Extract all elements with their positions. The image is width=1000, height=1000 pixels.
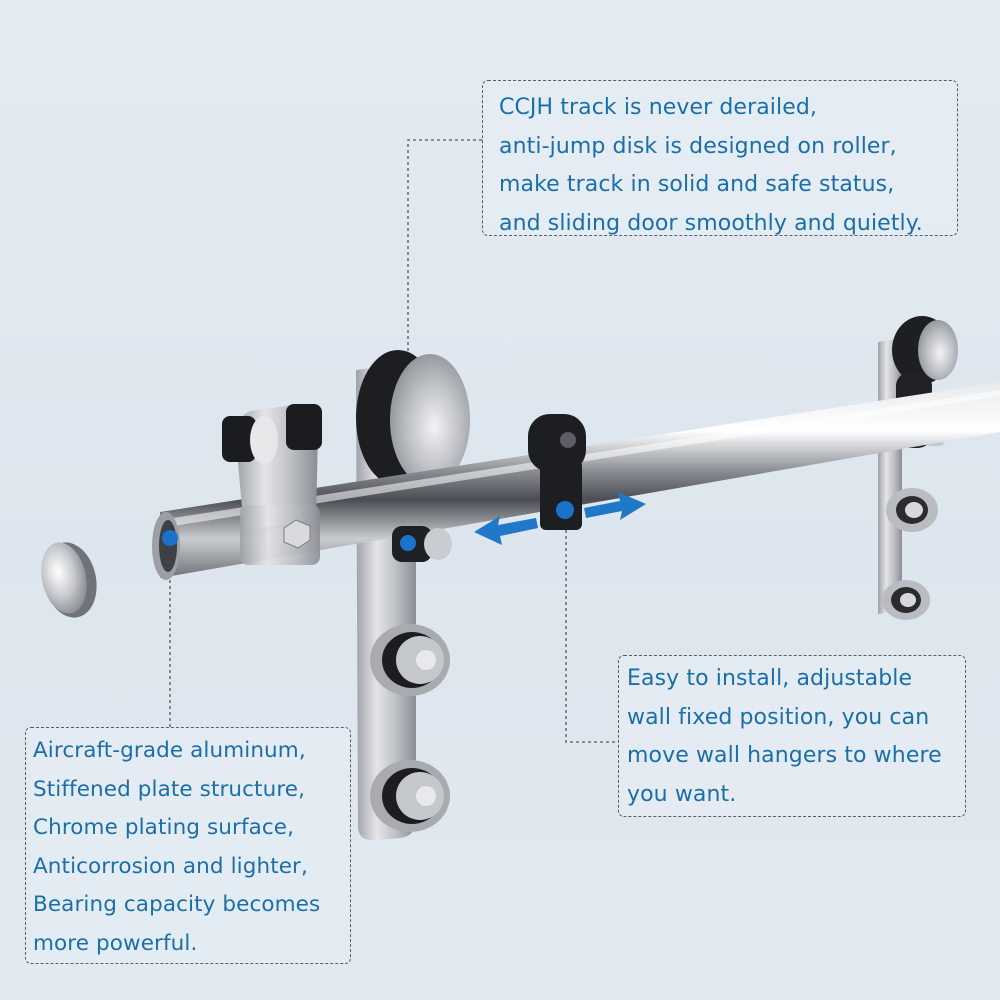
callout-line: move wall hangers to where bbox=[627, 743, 942, 768]
callout-material: Aircraft-grade aluminum, Stiffened plate… bbox=[25, 727, 351, 964]
callout-line: wall fixed position, you can bbox=[627, 704, 930, 730]
callout-line: Stiffened plate structure, bbox=[33, 776, 306, 802]
end-cap bbox=[41, 542, 97, 618]
callout-line: Anticorrosion and lighter, bbox=[33, 853, 308, 879]
track-stopper bbox=[222, 404, 322, 565]
callout-line: Aircraft-grade aluminum, bbox=[33, 738, 306, 763]
callout-anti-derail: CCJH track is never derailed, anti-jump … bbox=[482, 80, 958, 236]
callout-line: CCJH track is never derailed, bbox=[499, 95, 818, 120]
marker-track-end bbox=[162, 530, 178, 546]
bearing-roller-upper bbox=[370, 624, 450, 696]
callout-line: anti-jump disk is designed on roller, bbox=[499, 133, 897, 159]
callout-easy-install: Easy to install, adjustable wall fixed p… bbox=[618, 655, 966, 817]
callout-line: make track in solid and safe status, bbox=[499, 172, 895, 197]
callout-line: you want. bbox=[627, 781, 737, 807]
callout-line: more powerful. bbox=[33, 930, 198, 956]
marker-wall-hanger bbox=[556, 501, 574, 519]
callout-line: and sliding door smoothly and quietly. bbox=[499, 210, 923, 236]
callout-line: Chrome plating surface, bbox=[33, 815, 295, 840]
markers bbox=[162, 501, 574, 551]
right-hanger bbox=[878, 316, 958, 620]
adjust-arrows bbox=[474, 492, 646, 545]
main-hanger bbox=[356, 350, 470, 840]
bearing-roller-lower bbox=[370, 760, 450, 832]
marker-anti-jump bbox=[400, 535, 416, 551]
callout-line: Bearing capacity becomes bbox=[33, 892, 321, 917]
callout-line: Easy to install, adjustable bbox=[627, 666, 913, 691]
